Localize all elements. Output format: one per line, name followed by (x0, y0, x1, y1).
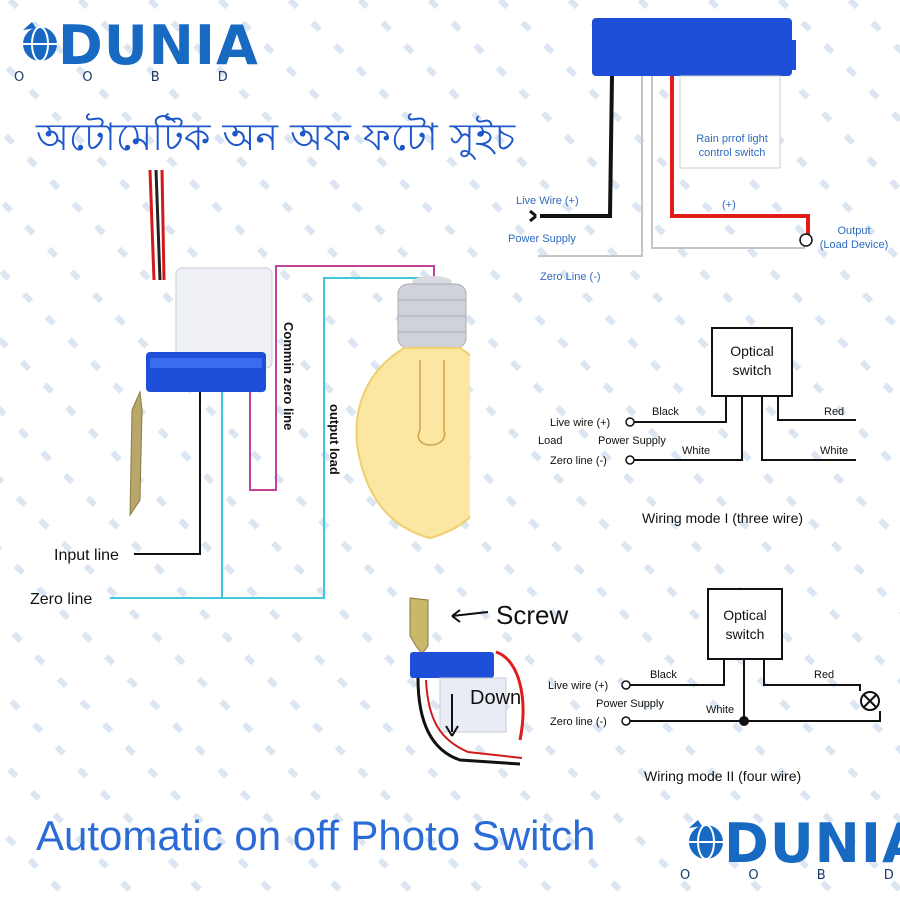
page-title-bangla: অটোমেটিক অন অফ ফটো সুইচ (36, 115, 516, 159)
zero-line-label: Zero line (-) (550, 716, 607, 728)
logo-word: DUNIA (724, 812, 900, 875)
power-supply-label: Power Supply (508, 233, 576, 245)
wiring-mode-2-caption: Wiring mode II (four wire) (644, 768, 801, 784)
page-title-english: Automatic on off Photo Switch (36, 812, 596, 859)
wiring-mode-1-diagram: Optical switch Black Red White White Liv… (538, 327, 856, 526)
logo-sub: O O B D (14, 70, 255, 85)
optical-switch-box-2 (707, 588, 783, 660)
zero-line-label: Zero line (-) (550, 455, 607, 467)
power-supply-label: Power Supply (596, 698, 664, 710)
white-wire-left-label: White (682, 445, 710, 457)
optical-switch-label-1: Optical (730, 343, 774, 359)
black-wire-label: Black (650, 669, 677, 681)
live-wire-label: Live wire (+) (550, 417, 610, 429)
output-label-2: (Load Device) (820, 239, 888, 251)
input-line-label: Input line (54, 547, 119, 564)
globe-icon (689, 820, 723, 860)
optical-switch-label-2: switch (726, 626, 765, 642)
left-wiring-diagram: Input line Zero line Commin zero line ou… (30, 169, 470, 608)
logo-word: DUNIA (58, 14, 259, 77)
power-supply-label: Power Supply (598, 435, 666, 447)
sensor-base-small (410, 652, 494, 678)
white-wire-label: White (706, 704, 734, 716)
lamp-icon (860, 691, 880, 711)
zero-line-label: Zero Line (-) (540, 271, 601, 283)
screw-sensor-diagram: Screw Down (409, 597, 568, 766)
optical-switch-label-1: Optical (723, 607, 767, 623)
load-label: Load (538, 435, 562, 447)
zero-line-label: Zero line (30, 591, 92, 608)
live-wire-label: Live Wire (+) (516, 195, 579, 207)
output-label-1: Output (837, 225, 870, 237)
wiring-mode-2-diagram: Optical switch Black Red White Live wire… (548, 588, 881, 784)
wiring-mode-1-caption: Wiring mode I (three wire) (642, 510, 803, 526)
black-wire-label: Black (652, 406, 679, 418)
logo-sub: O O B D (680, 868, 900, 883)
plus-label: (+) (722, 199, 736, 211)
rain-proof-label-1: Rain prrof light (696, 133, 768, 145)
bulb-glass (355, 347, 470, 540)
down-label: Down (470, 687, 521, 709)
screw-label: Screw (496, 600, 568, 630)
globe-icon (23, 22, 57, 62)
optical-switch-box-1 (711, 327, 793, 397)
red-wire-label: Red (824, 406, 844, 418)
live-wire-label: Live wire (+) (548, 680, 608, 692)
optical-switch-label-2: switch (733, 362, 772, 378)
red-wire-label: Red (814, 669, 834, 681)
rain-proof-label-2: control switch (699, 147, 766, 159)
top-right-diagram: Rain prrof light control switch Live Wir… (508, 18, 888, 283)
output-load-label: output load (327, 404, 342, 475)
commin-zero-line-label: Commin zero line (281, 322, 296, 430)
white-wire-right-label: White (820, 445, 848, 457)
output-terminal (799, 233, 813, 247)
rain-proof-switch-body (592, 18, 792, 76)
